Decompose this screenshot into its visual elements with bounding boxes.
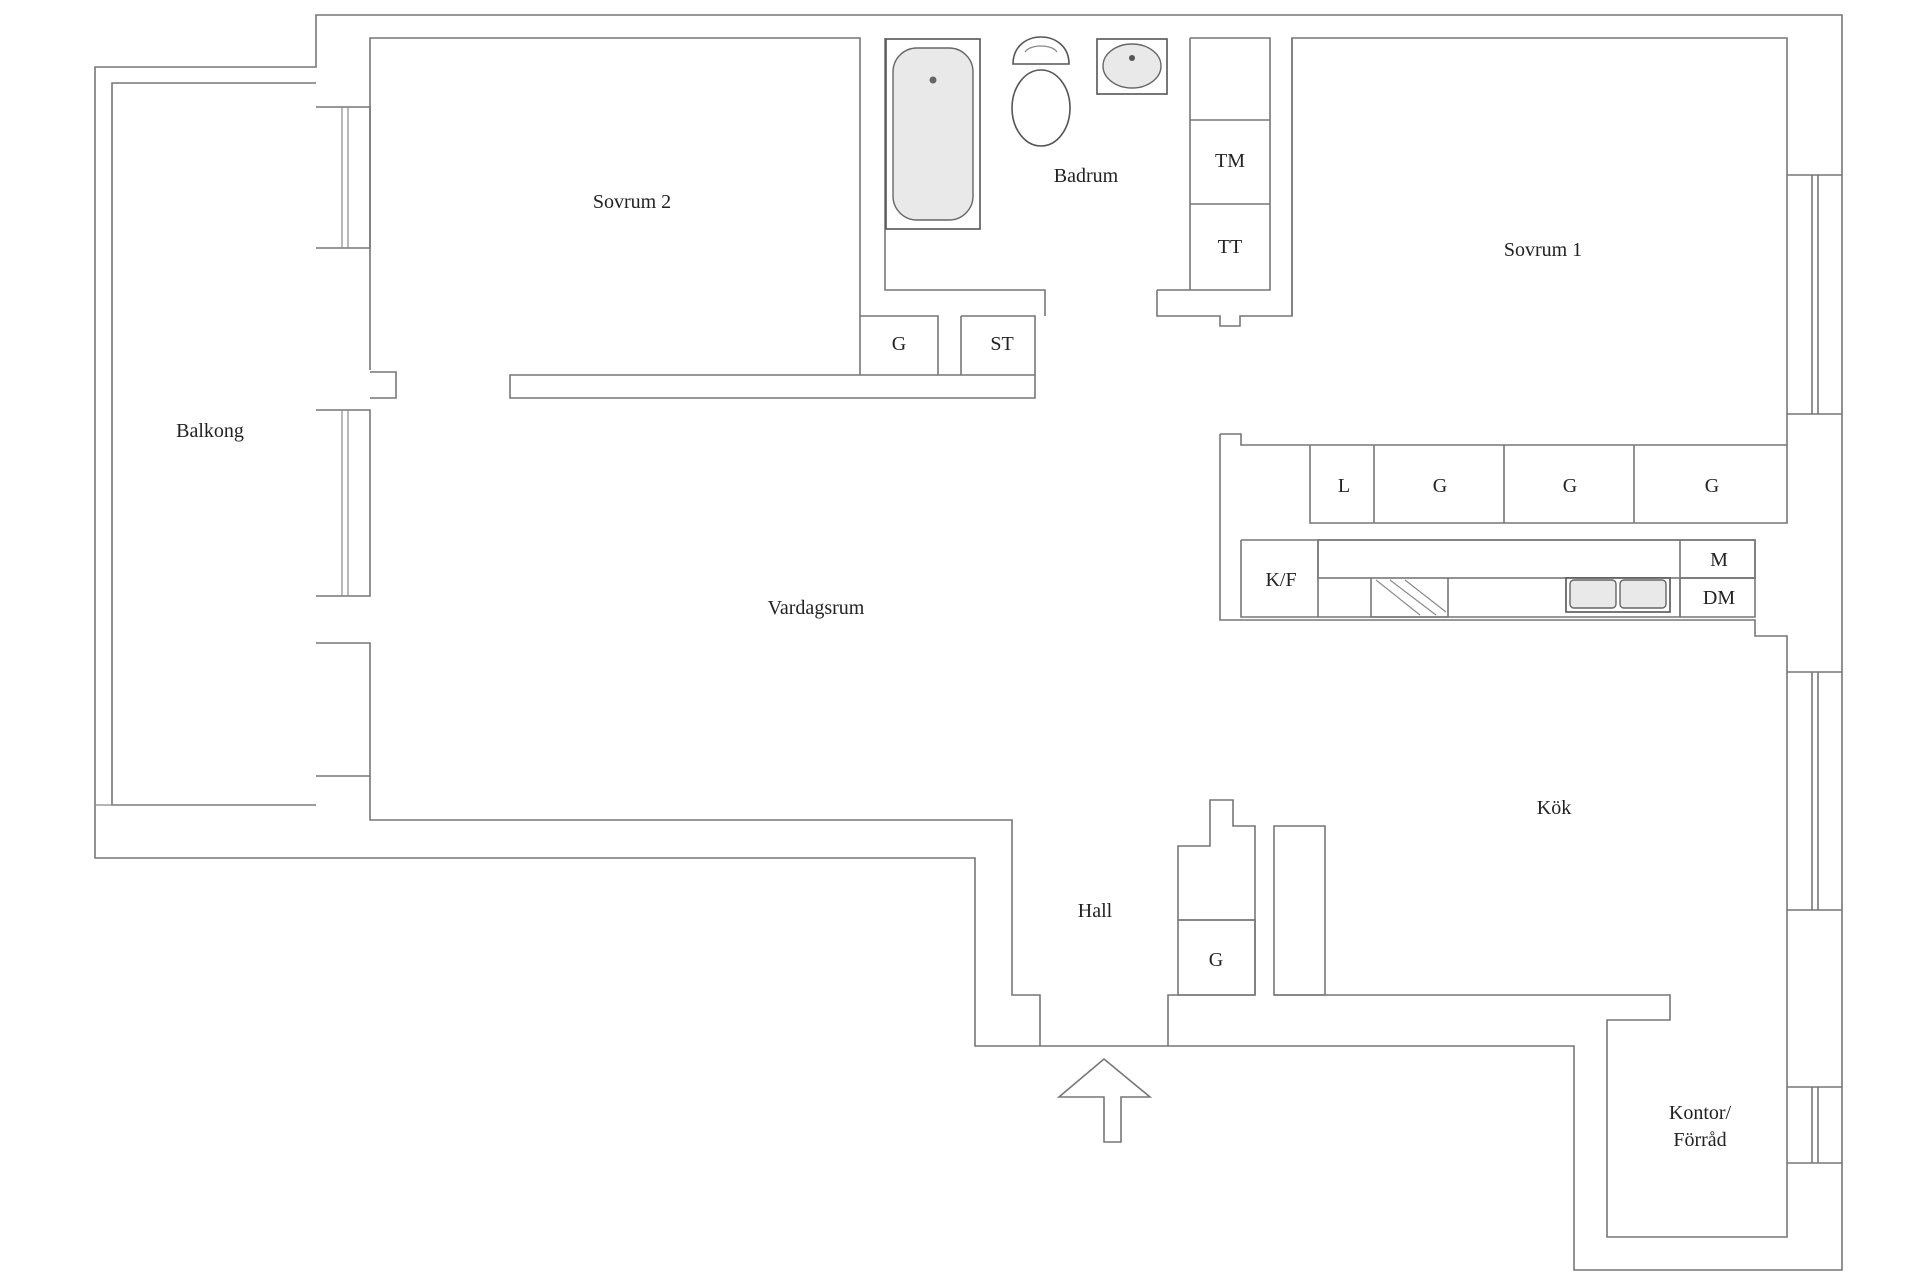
fixture-label-st: ST — [990, 333, 1013, 355]
room-label-sovrum2: Sovrum 2 — [593, 191, 671, 213]
room-label-vardagsrum: Vardagsrum — [768, 597, 865, 619]
closet-row — [1219, 433, 1788, 621]
sovrum2-door-stub — [370, 371, 397, 399]
kitchen-windows — [1787, 671, 1842, 1164]
fixture-label-g-row3: G — [1705, 475, 1719, 497]
sink-tap — [1129, 55, 1135, 61]
arrow-up-icon — [1056, 1057, 1153, 1143]
fixture-label-tm: TM — [1215, 150, 1245, 172]
fixture-label-g-sovrum2: G — [892, 333, 906, 355]
sovrum1-walls — [1291, 37, 1788, 445]
kitchen-hall-wall — [1273, 825, 1326, 996]
sovrum1-window — [1787, 174, 1842, 415]
kitchen-m-dm-divider — [1679, 540, 1756, 618]
fixture-label-l: L — [1338, 475, 1350, 497]
bathtub-drain — [929, 76, 937, 84]
hall-closet — [1177, 919, 1256, 996]
bathtub-inner — [892, 47, 974, 221]
kitchen-right-wall — [1241, 619, 1788, 1238]
window-vardagsrum — [341, 410, 349, 596]
fixture-label-g-row1: G — [1433, 475, 1447, 497]
room-label-sovrum1: Sovrum 1 — [1504, 239, 1582, 261]
toilet-bowl — [1011, 69, 1071, 147]
room-label-badrum: Badrum — [1054, 165, 1119, 187]
balcony-inner — [111, 82, 316, 806]
fixture-label-tt: TT — [1218, 236, 1242, 258]
fixture-label-g-hall: G — [1209, 949, 1223, 971]
room-label-kontor: Kontor/ — [1669, 1102, 1732, 1124]
vardagsrum-bottom-wall — [369, 776, 1256, 1046]
kitchen-sink-right — [1619, 579, 1667, 609]
room-label-forrad: Förråd — [1673, 1129, 1726, 1151]
outer-wall — [94, 14, 1843, 1271]
left-wall-inner — [316, 106, 371, 777]
kitchen-top-counter — [1317, 539, 1756, 579]
toilet-tank — [1012, 36, 1070, 65]
sovrum2-bottom-wall — [509, 374, 1036, 399]
room-label-kok: Kök — [1537, 797, 1571, 819]
stove-fold — [1375, 579, 1447, 616]
toilet-seat-line — [1024, 45, 1058, 53]
sovrum2-walls — [369, 37, 861, 370]
room-label-hall: Hall — [1078, 900, 1113, 922]
stove-icon — [1370, 578, 1449, 618]
fixture-label-kf: K/F — [1265, 569, 1296, 591]
sovrum2-closets — [859, 315, 1036, 375]
fixture-label-dm: DM — [1703, 587, 1735, 609]
sink-basin — [1102, 43, 1162, 89]
badrum-walls — [884, 38, 1293, 327]
fixture-label-g-row2: G — [1563, 475, 1577, 497]
kitchen-sink-left — [1569, 579, 1617, 609]
fixture-label-m: M — [1710, 549, 1728, 571]
room-label-balkong: Balkong — [176, 420, 244, 442]
window-sovrum2 — [341, 107, 349, 248]
badrum-partition — [1157, 37, 1271, 291]
